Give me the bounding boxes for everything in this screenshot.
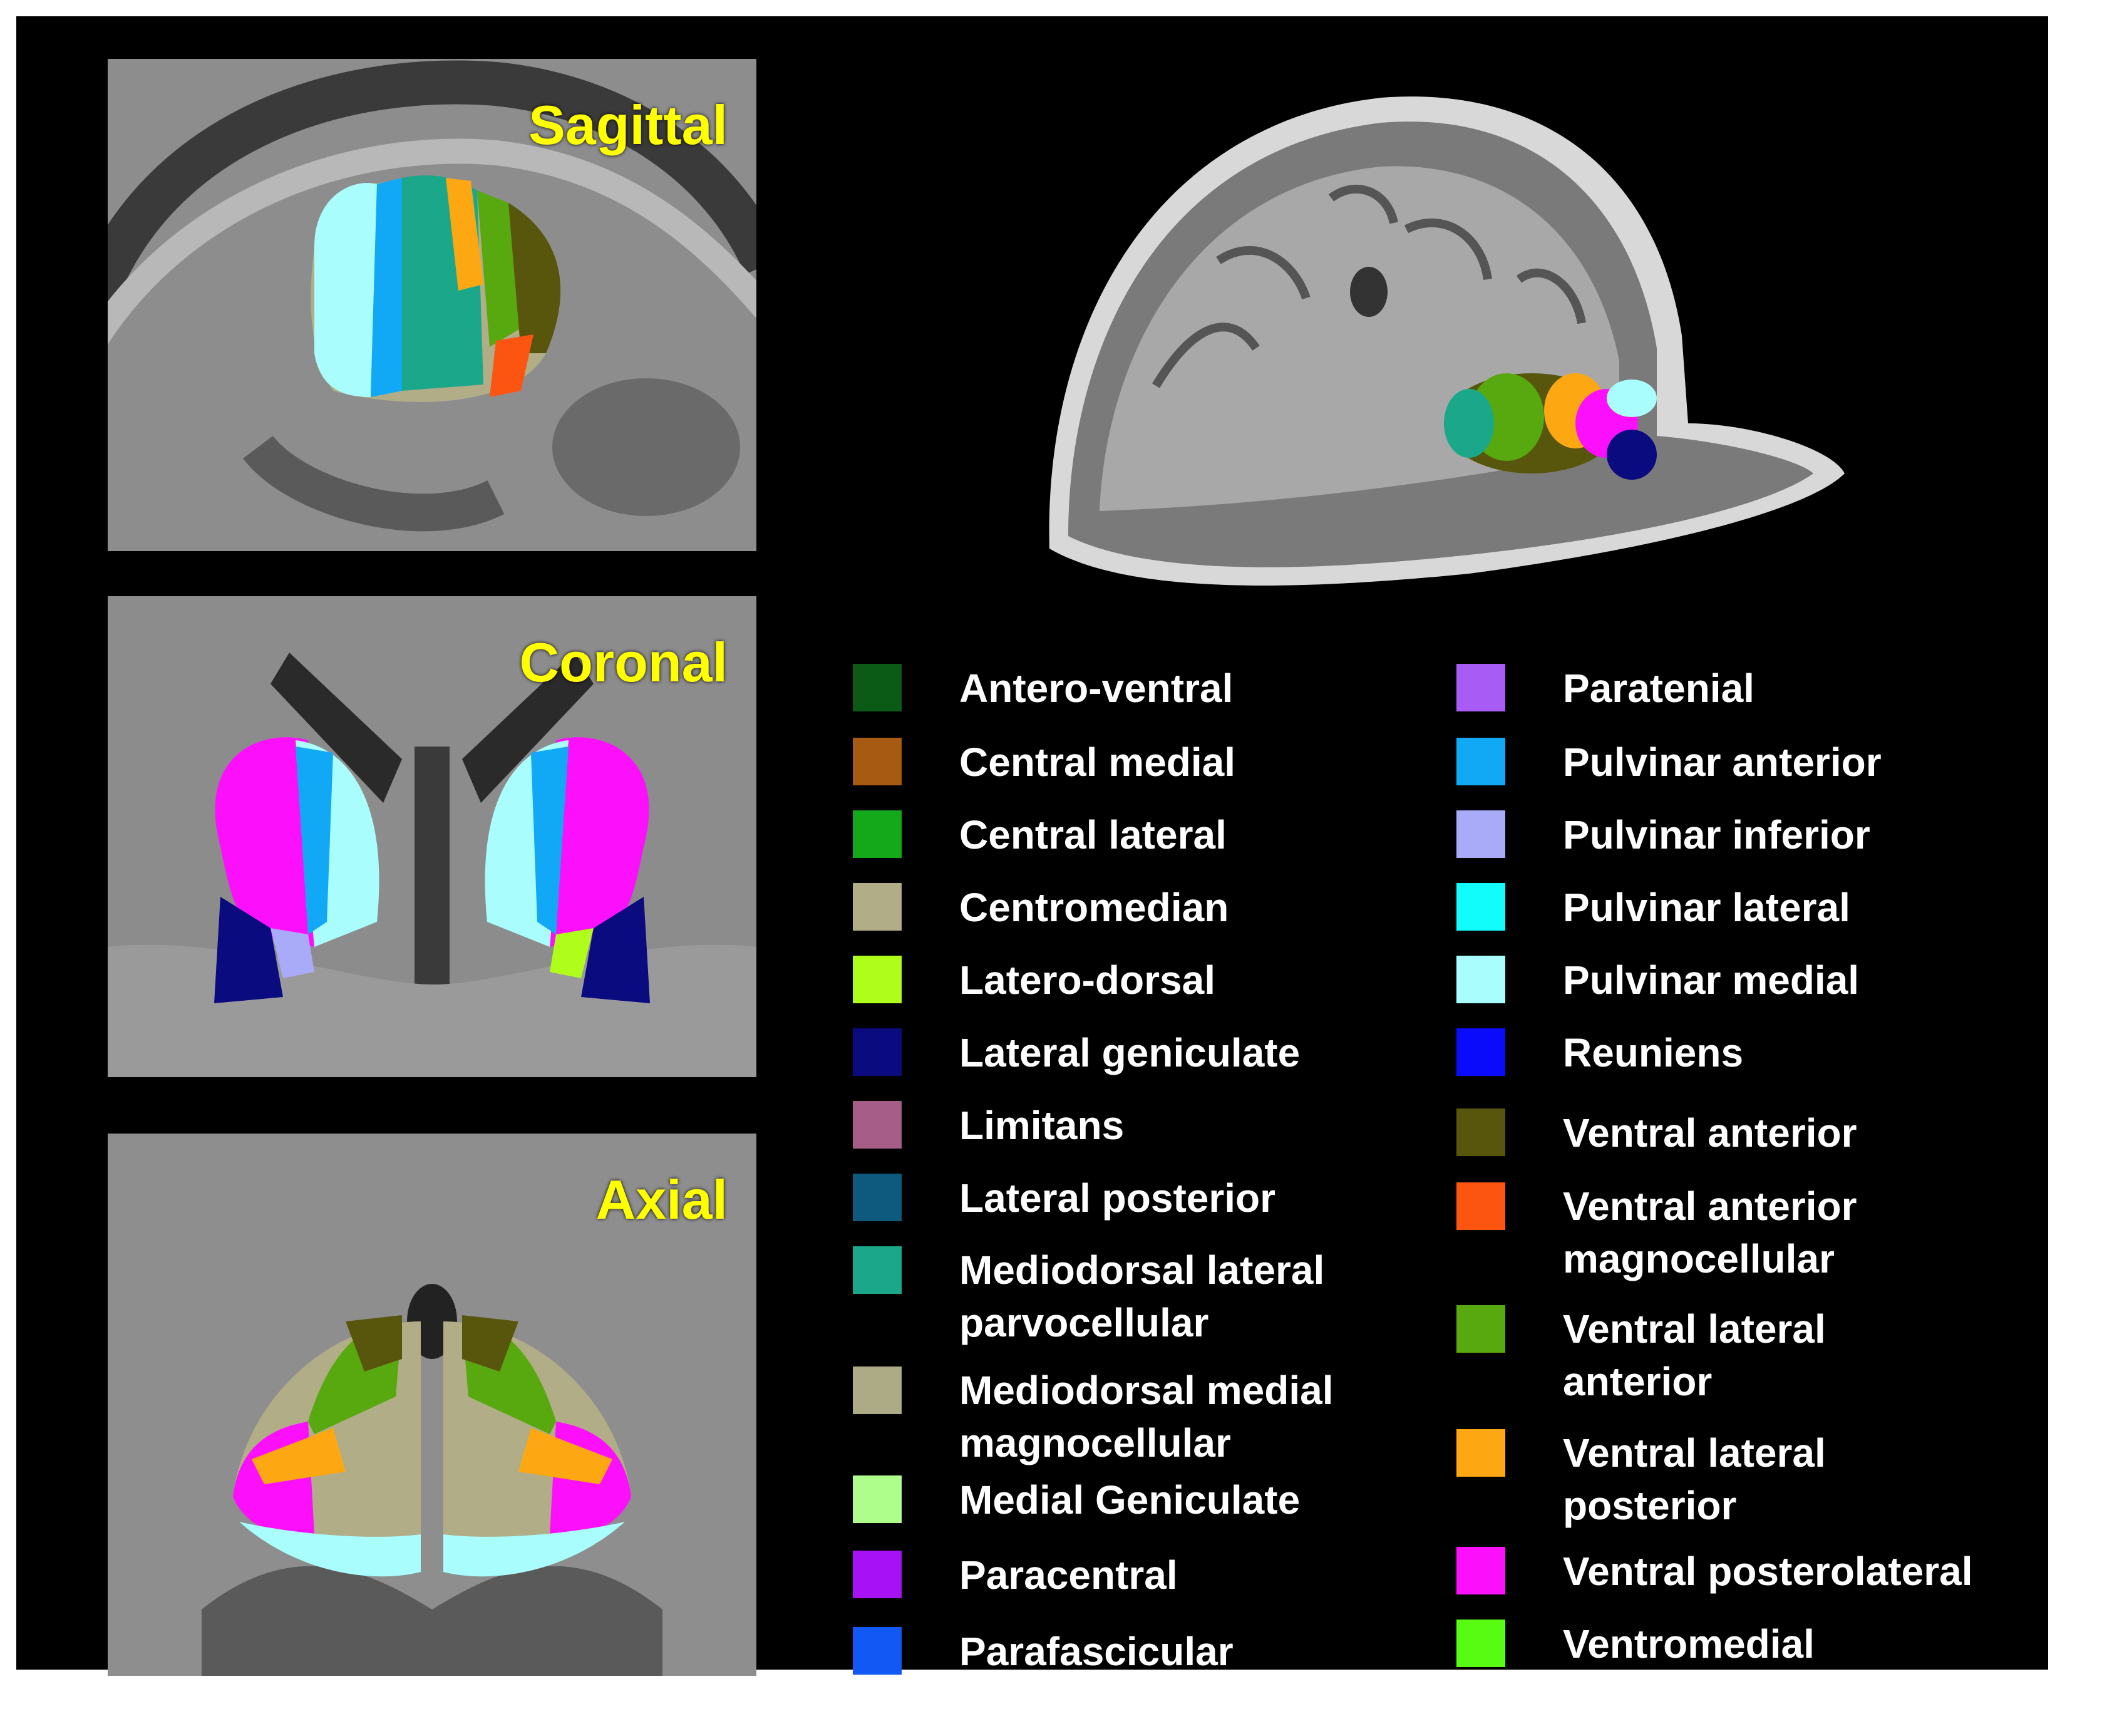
sagittal-label: Sagittal	[528, 94, 728, 156]
legend-label: Central lateral	[959, 812, 1227, 857]
legend-label: Pulvinar lateral	[1563, 885, 1850, 930]
legend-label: Parafascicular	[959, 1629, 1234, 1674]
legend-label: Antero-ventral	[959, 666, 1234, 711]
legend-label: Ventral anterior magnocellular	[1563, 1184, 1857, 1281]
legend-label: Ventromedial	[1563, 1621, 1815, 1666]
coronal-mri-panel: Coronal	[108, 596, 756, 1077]
sagittal-mri-panel: Sagittal	[108, 59, 756, 551]
legend-swatch	[1456, 956, 1505, 1003]
axial-mri-panel: Axial	[108, 1134, 756, 1676]
legend-label: Pulvinar anterior	[1563, 740, 1882, 785]
legend-swatch	[853, 956, 902, 1003]
axial-mri-image	[108, 1134, 756, 1676]
legend-swatch	[1456, 1305, 1505, 1353]
legend-label: Limitans	[959, 1103, 1125, 1148]
legend-swatch	[1456, 664, 1505, 711]
coronal-mri-image	[108, 596, 756, 1077]
legend-label: Ventral lateral posterior	[1563, 1430, 1826, 1528]
legend-label: Medial Geniculate	[959, 1477, 1301, 1522]
legend-swatch	[853, 738, 902, 785]
legend-swatch	[1456, 1028, 1505, 1076]
legend-swatch	[1456, 1429, 1505, 1477]
sagittal-mri-image	[108, 59, 756, 551]
legend-label: Paratenial	[1563, 666, 1754, 711]
figure-frame: Sagittal Coronal	[16, 16, 2048, 1676]
legend-swatch	[1456, 738, 1505, 785]
legend-label: Latero-dorsal	[959, 958, 1215, 1003]
legend-swatch	[853, 1627, 902, 1675]
legend-swatch	[853, 883, 902, 931]
legend-swatch	[853, 664, 902, 711]
legend-label: Ventral lateral anterior	[1563, 1306, 1826, 1404]
legend-swatch	[853, 1101, 902, 1149]
legend-swatch	[853, 1174, 902, 1221]
legend-swatch	[853, 1551, 902, 1598]
legend-swatch	[1456, 1620, 1505, 1667]
thalamus-3d-model	[1444, 373, 1657, 480]
legend-label: Mediodorsal lateral parvocellular	[959, 1248, 1325, 1345]
brain-3d-render	[1049, 96, 1845, 586]
legend-label: Mediodorsal medial magnocellular	[959, 1368, 1334, 1465]
legend-swatch	[853, 810, 902, 858]
legend-swatch	[853, 1475, 902, 1523]
legend-swatch	[1456, 810, 1505, 858]
legend-label: Central medial	[959, 740, 1236, 785]
legend-swatch	[1456, 1182, 1505, 1230]
legend-label: Reuniens	[1563, 1030, 1744, 1075]
legend-label: Lateral geniculate	[959, 1030, 1301, 1075]
legend-swatch	[1456, 1547, 1505, 1594]
legend-label: Centromedian	[959, 885, 1229, 930]
legend-label: Paracentral	[959, 1553, 1178, 1598]
legend-swatch	[1456, 883, 1505, 931]
legend-label: Lateral posterior	[959, 1175, 1276, 1221]
legend-label: Pulvinar inferior	[1563, 812, 1870, 857]
axial-label: Axial	[595, 1169, 728, 1231]
legend-swatch	[853, 1028, 902, 1076]
legend-label: Ventral posterolateral	[1563, 1549, 1973, 1594]
legend-swatch	[853, 1367, 902, 1414]
legend-label: Ventral anterior	[1563, 1110, 1857, 1155]
legend-swatch	[1456, 1108, 1505, 1156]
legend-swatch	[853, 1246, 902, 1294]
coronal-label: Coronal	[519, 631, 728, 693]
legend-label: Pulvinar medial	[1563, 958, 1860, 1003]
